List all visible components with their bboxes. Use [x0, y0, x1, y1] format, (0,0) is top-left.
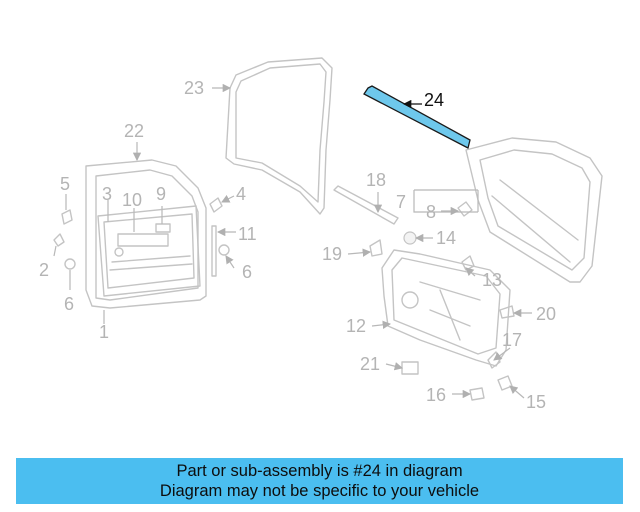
callout-18: 18: [366, 170, 386, 190]
callout-6a: 6: [64, 294, 74, 314]
plug-14: [403, 231, 417, 245]
callout-5: 5: [60, 174, 70, 194]
door-opening-weatherstrip: [225, 57, 333, 215]
callout-20: 20: [536, 304, 556, 324]
callout-7: 7: [396, 192, 406, 212]
callout-23: 23: [184, 78, 204, 98]
callout-21: 21: [360, 354, 380, 374]
door-trim-panel: [381, 249, 511, 367]
clip-13: [461, 255, 475, 271]
clip-4: [209, 197, 223, 213]
callout-2: 2: [39, 260, 49, 280]
bracket-19: [369, 239, 383, 257]
bracket-21: [401, 361, 419, 375]
clip-20: [499, 305, 515, 319]
highlighted-part-24: [363, 85, 471, 149]
clip-16: [469, 387, 485, 401]
callout-15: 15: [526, 392, 546, 412]
callout-13: 13: [482, 270, 502, 290]
callout-6b: 6: [242, 262, 252, 282]
belt-molding-strip: [211, 225, 217, 277]
info-banner: Part or sub-assembly is #24 in diagram D…: [16, 458, 623, 504]
callout-24: 24: [424, 90, 444, 110]
callout-17: 17: [502, 330, 522, 350]
callout-11: 11: [238, 224, 257, 244]
callout-22: 22: [124, 121, 144, 141]
callout-4: 4: [236, 184, 246, 204]
callout-16: 16: [426, 385, 446, 405]
callout-9: 9: [156, 184, 166, 204]
clip-5: [61, 209, 73, 225]
grommet-6b: [218, 244, 230, 256]
callout-10: 10: [122, 190, 142, 210]
banner-line-2: Diagram may not be specific to your vehi…: [159, 482, 480, 500]
callout-3: 3: [102, 184, 112, 204]
callout-14: 14: [436, 228, 456, 248]
callout-12: 12: [346, 316, 366, 336]
glass-run-strip: [333, 185, 399, 225]
clip-2: [53, 233, 65, 247]
callout-1: 1: [99, 322, 109, 342]
door-frame-right: [465, 137, 603, 283]
leader-lines: [53, 83, 532, 399]
callout-8: 8: [426, 202, 436, 222]
parts-diagram: 1 2 3 4 5 6 6 7 8 9 10 11 12 13 14 15 16…: [39, 57, 603, 412]
clip-8: [457, 201, 473, 217]
door-shell: [85, 159, 207, 309]
callout-19: 19: [322, 244, 342, 264]
clip-15: [497, 375, 513, 391]
banner-line-1: Part or sub-assembly is #24 in diagram: [176, 462, 463, 480]
grommet-6a: [64, 258, 76, 270]
